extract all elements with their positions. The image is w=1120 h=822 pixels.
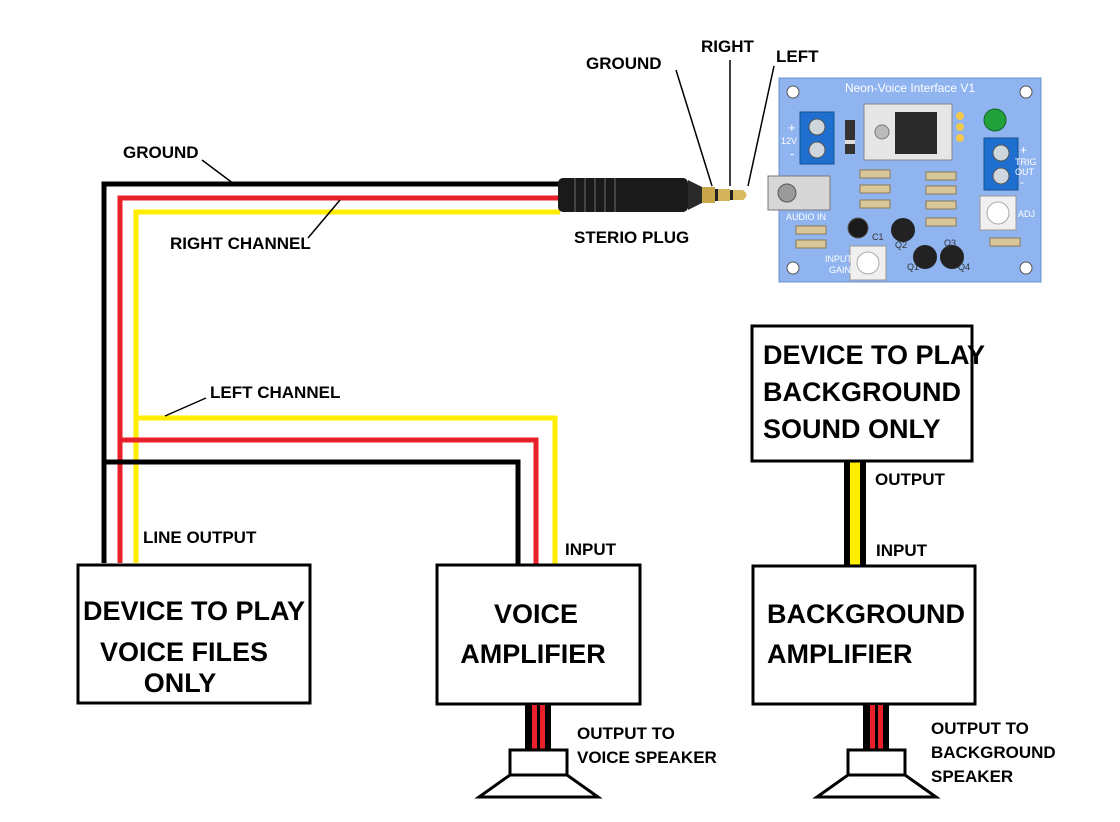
bg-device-line-1: DEVICE TO PLAY xyxy=(763,340,985,370)
c1-label: C1 xyxy=(872,232,884,242)
power-voltage-label: 12V xyxy=(781,136,797,146)
leader-lines xyxy=(164,60,775,417)
voice-device-line-1: DEVICE TO PLAY xyxy=(83,596,305,626)
stereo-plug xyxy=(558,178,747,212)
trig-plus-label: + xyxy=(1020,143,1027,157)
stereo-plug-label: STERIO PLUG xyxy=(574,228,689,247)
voice-amplifier-box: VOICE AMPLIFIER xyxy=(435,563,642,706)
diode xyxy=(845,120,855,154)
input-gain-label-1: INPUT xyxy=(825,254,853,264)
adj-label: ADJ xyxy=(1018,209,1035,219)
trig-label: TRIG xyxy=(1015,157,1037,167)
q1-label: Q1 xyxy=(907,262,919,272)
voice-device-box: DEVICE TO PLAY VOICE FILES ONLY xyxy=(76,563,312,705)
resistors xyxy=(795,169,1021,249)
power-plus-label: + xyxy=(788,120,796,135)
bg-amp-input-label: INPUT xyxy=(876,541,928,560)
input-gain-label-2: GAIN xyxy=(829,265,851,275)
voice-speaker xyxy=(474,705,603,799)
voice-device-line-2: VOICE FILES xyxy=(100,637,268,667)
bg-wire-signal xyxy=(850,460,860,566)
background-amplifier-box: BACKGROUND AMPLIFIER xyxy=(751,564,977,706)
bg-device-line-3: SOUND ONLY xyxy=(763,414,941,444)
audio-in-jack xyxy=(767,175,831,211)
q4-label: Q4 xyxy=(958,262,970,272)
right-channel-label: RIGHT CHANNEL xyxy=(170,234,311,253)
left-channel-wire xyxy=(133,209,560,563)
power-minus-label: - xyxy=(790,146,794,161)
voice-amp-right-wire xyxy=(120,437,539,564)
mount-hole xyxy=(786,85,800,99)
background-speaker xyxy=(812,705,941,799)
bg-speaker-label-1: OUTPUT TO xyxy=(931,719,1029,738)
voice-amp-left-wire xyxy=(136,415,558,564)
plug-left-label: LEFT xyxy=(776,47,819,66)
status-led xyxy=(983,108,1007,132)
mount-hole xyxy=(1019,261,1033,275)
out-label: OUT xyxy=(1015,167,1035,177)
plug-ground-label: GROUND xyxy=(586,54,662,73)
transistor-q1 xyxy=(913,245,937,269)
bg-speaker-label-2: BACKGROUND xyxy=(931,743,1056,762)
audio-in-label: AUDIO IN xyxy=(786,212,826,222)
transistor-q3 xyxy=(940,245,964,269)
voice-device-line-3: ONLY xyxy=(144,668,217,698)
neon-voice-interface-board: Neon-Voice Interface V1 + 12V - + TRIG O… xyxy=(767,77,1042,283)
background-device-box: DEVICE TO PLAY BACKGROUND SOUND ONLY xyxy=(750,324,985,463)
bg-speaker-label-3: SPEAKER xyxy=(931,767,1013,786)
bg-amp-line-1: BACKGROUND xyxy=(767,599,965,629)
stereo-cable-wires xyxy=(101,181,560,564)
plug-right-label: RIGHT xyxy=(701,37,755,56)
bg-amp-line-2: AMPLIFIER xyxy=(767,639,913,669)
voice-amp-line-1: VOICE xyxy=(494,599,578,629)
ground-wire xyxy=(101,181,560,563)
mount-hole xyxy=(786,261,800,275)
background-audio-wire xyxy=(844,460,866,566)
voice-amp-input-label: INPUT xyxy=(565,540,617,559)
left-channel-label: LEFT CHANNEL xyxy=(210,383,340,402)
line-output-label: LINE OUTPUT xyxy=(143,528,257,547)
trig-minus-label: - xyxy=(1020,175,1024,189)
bg-device-line-2: BACKGROUND xyxy=(763,377,961,407)
pcb-title: Neon-Voice Interface V1 xyxy=(845,81,975,95)
capacitor-c1 xyxy=(847,217,869,239)
q2-label: Q2 xyxy=(895,240,907,250)
transistor-q2 xyxy=(891,218,915,242)
bg-device-output-label: OUTPUT xyxy=(875,470,946,489)
ground-wire-label: GROUND xyxy=(123,143,199,162)
voice-amp-line-2: AMPLIFIER xyxy=(460,639,606,669)
voice-speaker-label-2: VOICE SPEAKER xyxy=(577,748,717,767)
voice-speaker-label-1: OUTPUT TO xyxy=(577,724,675,743)
q3-label: Q3 xyxy=(944,238,956,248)
voice-amp-ground-wire xyxy=(104,459,521,564)
mount-hole xyxy=(1019,85,1033,99)
